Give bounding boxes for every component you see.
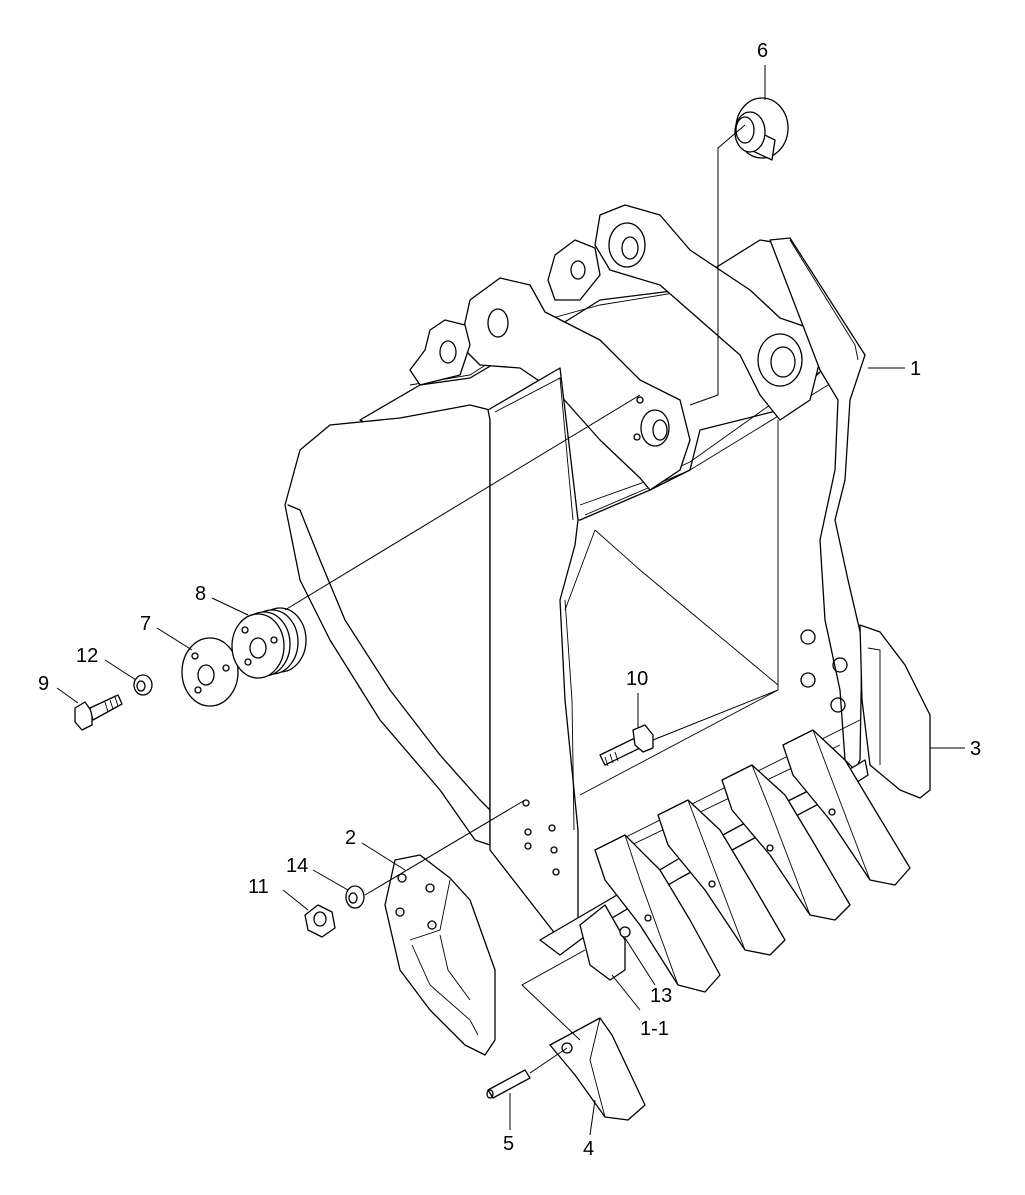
side-cutter-left [384, 854, 496, 1056]
washer-14 [345, 885, 365, 909]
callout-6: 6 [757, 40, 768, 62]
tooth-pin [486, 1069, 531, 1099]
pin-13 [619, 926, 631, 938]
callout-labels: 1 1-1 2 3 4 5 6 7 8 9 10 11 12 13 14 [38, 40, 981, 1160]
callout-5: 5 [503, 1133, 514, 1155]
washer-plate [181, 637, 239, 707]
callout-7: 7 [140, 613, 151, 635]
shim-stack [231, 607, 307, 679]
callout-13: 13 [650, 985, 672, 1007]
bushing [734, 97, 789, 161]
washer-12 [133, 674, 153, 696]
callout-8: 8 [195, 583, 206, 605]
callout-3: 3 [970, 738, 981, 760]
callout-11: 11 [248, 876, 269, 898]
bucket-body [284, 204, 869, 956]
bolt-9 [74, 694, 123, 731]
side-cutter-right [859, 624, 931, 799]
nut-11 [304, 904, 336, 938]
callout-2: 2 [345, 827, 356, 849]
callout-10: 10 [626, 668, 648, 690]
callout-1-1: 1-1 [640, 1018, 669, 1040]
callout-14: 14 [286, 855, 308, 877]
callout-12: 12 [76, 645, 98, 667]
callout-1: 1 [910, 358, 921, 380]
bolt-10 [599, 724, 654, 767]
callout-9: 9 [38, 673, 49, 695]
leader-lines [56, 65, 965, 1136]
tooth-point [549, 1017, 646, 1121]
bucket-teeth [579, 729, 911, 993]
callout-4: 4 [583, 1138, 594, 1160]
